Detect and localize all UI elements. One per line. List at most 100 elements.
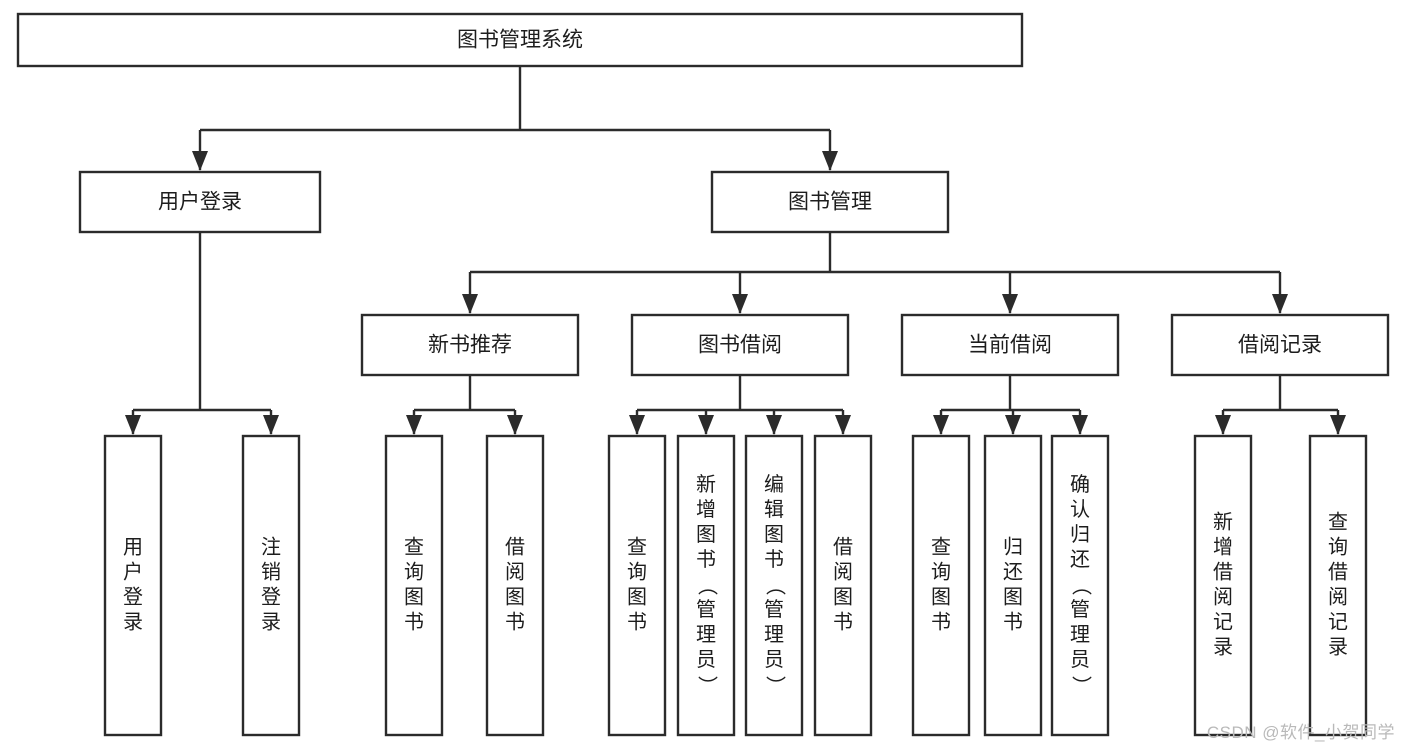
node-borrow-record[interactable]	[1170, 313, 1390, 377]
node-book-manage-label: 图书管理	[788, 191, 872, 214]
node-leaf-query-book-borrow-label-char: 询	[627, 560, 647, 583]
node-leaf-user-login[interactable]	[103, 434, 163, 737]
node-leaf-confirm-return[interactable]	[1050, 434, 1110, 737]
node-user-login-box[interactable]	[78, 170, 322, 234]
node-root-system-box[interactable]	[16, 12, 1024, 68]
node-leaf-confirm-return-label-char: 归	[1070, 523, 1090, 546]
node-leaf-query-book-cur-label-char: 书	[931, 610, 951, 633]
arrow-head-icon	[835, 415, 851, 435]
node-leaf-user-login-box[interactable]	[103, 434, 163, 737]
node-book-borrow[interactable]	[630, 313, 850, 377]
node-leaf-query-record-label-char: 录	[1328, 636, 1348, 658]
node-borrow-record-box[interactable]	[1170, 313, 1390, 377]
node-leaf-query-book-cur-label-char: 图	[931, 586, 951, 608]
node-leaf-add-book-label-char: 员	[696, 649, 716, 671]
node-leaf-borrow-book-box[interactable]	[813, 434, 873, 737]
node-leaf-query-book-rec-label-char: 查	[404, 535, 424, 558]
node-leaf-user-logout-label-char: 销	[261, 560, 281, 583]
node-leaf-edit-book-label-char: 书	[764, 548, 784, 571]
node-root-system[interactable]	[16, 12, 1024, 68]
node-leaf-borrow-book-rec-label-char: 书	[505, 610, 525, 633]
node-leaf-borrow-book-rec-label-char: 借	[505, 535, 525, 558]
node-leaf-add-book-label-char: ）	[696, 676, 719, 696]
arrow-head-icon	[1215, 415, 1231, 435]
node-leaf-user-logout-label-char: 登	[261, 585, 281, 608]
node-current-borrow-label: 当前借阅	[968, 334, 1052, 357]
node-leaf-confirm-return-label-char: 理	[1070, 624, 1090, 646]
node-leaf-add-book-label-char: 新	[696, 473, 716, 496]
node-leaf-query-book-rec-box[interactable]	[384, 434, 444, 737]
node-leaf-add-book[interactable]	[676, 434, 736, 737]
node-leaf-user-login-label-char: 登	[123, 585, 143, 608]
node-book-borrow-box[interactable]	[630, 313, 850, 377]
node-leaf-add-book-label-char: 图	[696, 524, 716, 546]
node-leaf-confirm-return-label-char: 确	[1070, 473, 1090, 496]
arrow-head-icon	[263, 415, 279, 435]
arrow-head-icon	[125, 415, 141, 435]
arrow-head-icon	[1005, 415, 1021, 435]
node-leaf-borrow-book-rec[interactable]	[485, 434, 545, 737]
node-new-book-rec-box[interactable]	[360, 313, 580, 377]
node-leaf-query-record-box[interactable]	[1308, 434, 1368, 737]
node-leaf-query-record[interactable]	[1308, 434, 1368, 737]
node-leaf-query-record-label-char: 查	[1328, 510, 1348, 533]
node-leaf-return-book-box[interactable]	[983, 434, 1043, 737]
node-leaf-query-book-borrow-label-char: 书	[627, 610, 647, 633]
node-leaf-user-login-label-char: 录	[123, 611, 143, 633]
arrow-head-icon	[192, 151, 208, 171]
node-current-borrow[interactable]	[900, 313, 1120, 377]
node-book-manage[interactable]	[710, 170, 950, 234]
node-leaf-query-record-label-char: 记	[1328, 610, 1348, 633]
node-leaf-borrow-book-label-char: 借	[833, 535, 853, 558]
node-leaf-query-book-cur[interactable]	[911, 434, 971, 737]
node-leaf-add-record-label-char: 记	[1213, 610, 1233, 633]
node-leaf-borrow-book-label-char: 书	[833, 610, 853, 633]
node-leaf-borrow-book-rec-label-char: 阅	[505, 560, 525, 583]
node-leaf-query-book-cur-box[interactable]	[911, 434, 971, 737]
node-leaf-confirm-return-label-char: 认	[1070, 498, 1090, 521]
node-leaf-add-record-box[interactable]	[1193, 434, 1253, 737]
node-leaf-borrow-book-rec-box[interactable]	[485, 434, 545, 737]
node-leaf-user-login-label-char: 户	[123, 560, 143, 583]
node-leaf-add-book-label-char: 书	[696, 548, 716, 571]
node-leaf-borrow-book[interactable]	[813, 434, 873, 737]
node-new-book-rec[interactable]	[360, 313, 580, 377]
node-leaf-query-book-rec-label-char: 书	[404, 610, 424, 633]
node-leaf-borrow-book-label-char: 图	[833, 586, 853, 608]
arrow-head-icon	[1272, 294, 1288, 314]
node-leaf-return-book[interactable]	[983, 434, 1043, 737]
node-book-manage-box[interactable]	[710, 170, 950, 234]
node-user-login-label: 用户登录	[158, 191, 242, 214]
node-leaf-confirm-return-label-char: 还	[1070, 548, 1090, 571]
arrow-head-icon	[507, 415, 523, 435]
node-leaf-add-record-label-char: 录	[1213, 636, 1233, 658]
arrow-head-icon	[822, 151, 838, 171]
node-leaf-user-logout[interactable]	[241, 434, 301, 737]
node-leaf-edit-book-box[interactable]	[744, 434, 804, 737]
node-leaf-add-book-label-char: （	[696, 576, 719, 596]
node-leaf-query-book-borrow[interactable]	[607, 434, 667, 737]
node-leaf-query-record-label-char: 阅	[1328, 585, 1348, 608]
node-leaf-query-book-cur-label-char: 查	[931, 535, 951, 558]
arrow-head-icon	[1002, 294, 1018, 314]
node-user-login[interactable]	[78, 170, 322, 234]
node-current-borrow-box[interactable]	[900, 313, 1120, 377]
node-leaf-add-book-box[interactable]	[676, 434, 736, 737]
arrow-head-icon	[732, 294, 748, 314]
node-leaf-query-book-borrow-box[interactable]	[607, 434, 667, 737]
node-leaf-edit-book[interactable]	[744, 434, 804, 737]
node-leaf-return-book-label-char: 书	[1003, 610, 1023, 633]
node-leaf-user-logout-label-char: 录	[261, 611, 281, 633]
node-leaf-return-book-label-char: 图	[1003, 586, 1023, 608]
node-leaf-confirm-return-box[interactable]	[1050, 434, 1110, 737]
node-leaf-query-book-rec[interactable]	[384, 434, 444, 737]
arrow-head-icon	[933, 415, 949, 435]
node-leaf-edit-book-label-char: ）	[764, 676, 787, 696]
node-leaf-query-book-cur-label-char: 询	[931, 560, 951, 583]
node-leaf-add-record[interactable]	[1193, 434, 1253, 737]
node-leaf-user-logout-box[interactable]	[241, 434, 301, 737]
node-leaf-confirm-return-label-char: 管	[1070, 598, 1090, 621]
node-leaf-add-record-label-char: 阅	[1213, 585, 1233, 608]
node-leaf-edit-book-label-char: 编	[764, 473, 784, 496]
